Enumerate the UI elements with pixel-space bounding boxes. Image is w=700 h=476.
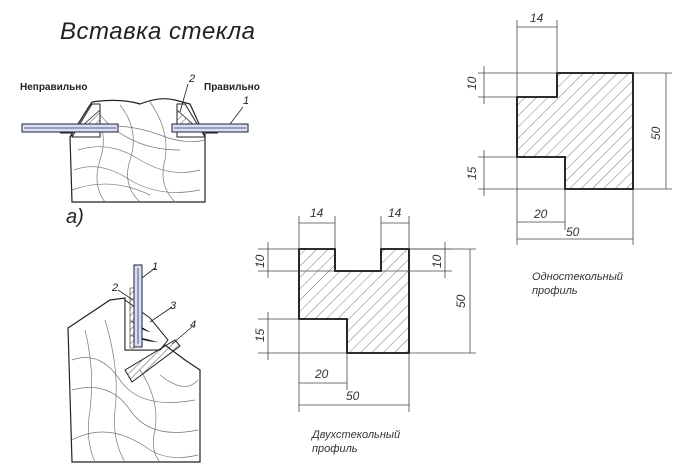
label-wrong: Неправильно	[20, 82, 88, 93]
double-dim-14-left: 14	[310, 206, 324, 220]
single-dim-20: 20	[533, 207, 548, 221]
label-num-1-top: 1	[243, 95, 250, 107]
single-dim-15: 15	[465, 166, 479, 180]
single-caption-line1: Одностекольный	[532, 271, 623, 283]
label-num-2-bottom: 2	[112, 282, 119, 294]
single-profile-caption: Одностекольный профиль	[532, 270, 623, 298]
single-profile: 14 10 50 15 20 50	[465, 11, 672, 245]
label-num-2-top: 2	[189, 73, 196, 85]
double-profile-caption: Двухстекольный профиль	[312, 428, 400, 456]
label-a: а)	[66, 206, 84, 228]
single-dim-14: 14	[530, 11, 544, 25]
double-profile-shape	[298, 248, 410, 354]
wood-grain-a	[71, 101, 206, 203]
single-dim-50-vert: 50	[649, 126, 663, 140]
single-profile-shape	[516, 72, 634, 190]
label-right: Правильно	[204, 82, 260, 93]
single-caption-line2: профиль	[532, 285, 578, 297]
double-dim-50-vert: 50	[454, 294, 468, 308]
double-caption-line1: Двухстекольный	[312, 429, 401, 441]
double-profile: 14 14 10 10 50 15 20 50	[253, 206, 476, 412]
double-caption-line2: профиль	[312, 443, 358, 455]
double-dim-20: 20	[314, 367, 329, 381]
double-dim-14-right: 14	[388, 206, 402, 220]
double-dim-10-right: 10	[430, 254, 444, 268]
label-num-3: 3	[170, 300, 177, 312]
double-dim-50-horiz: 50	[346, 389, 360, 403]
label-num-4: 4	[190, 319, 197, 331]
single-dim-10: 10	[465, 76, 479, 90]
wood-grain-b	[71, 319, 199, 463]
page-title: Вставка стекла	[60, 18, 256, 45]
double-dim-15: 15	[253, 328, 267, 342]
figure-a	[21, 83, 249, 203]
double-dim-10-left: 10	[253, 254, 267, 268]
single-dim-50-horiz: 50	[566, 225, 580, 239]
nail	[124, 339, 181, 383]
label-num-1-bottom: 1	[152, 261, 159, 273]
figure-b	[67, 264, 201, 463]
